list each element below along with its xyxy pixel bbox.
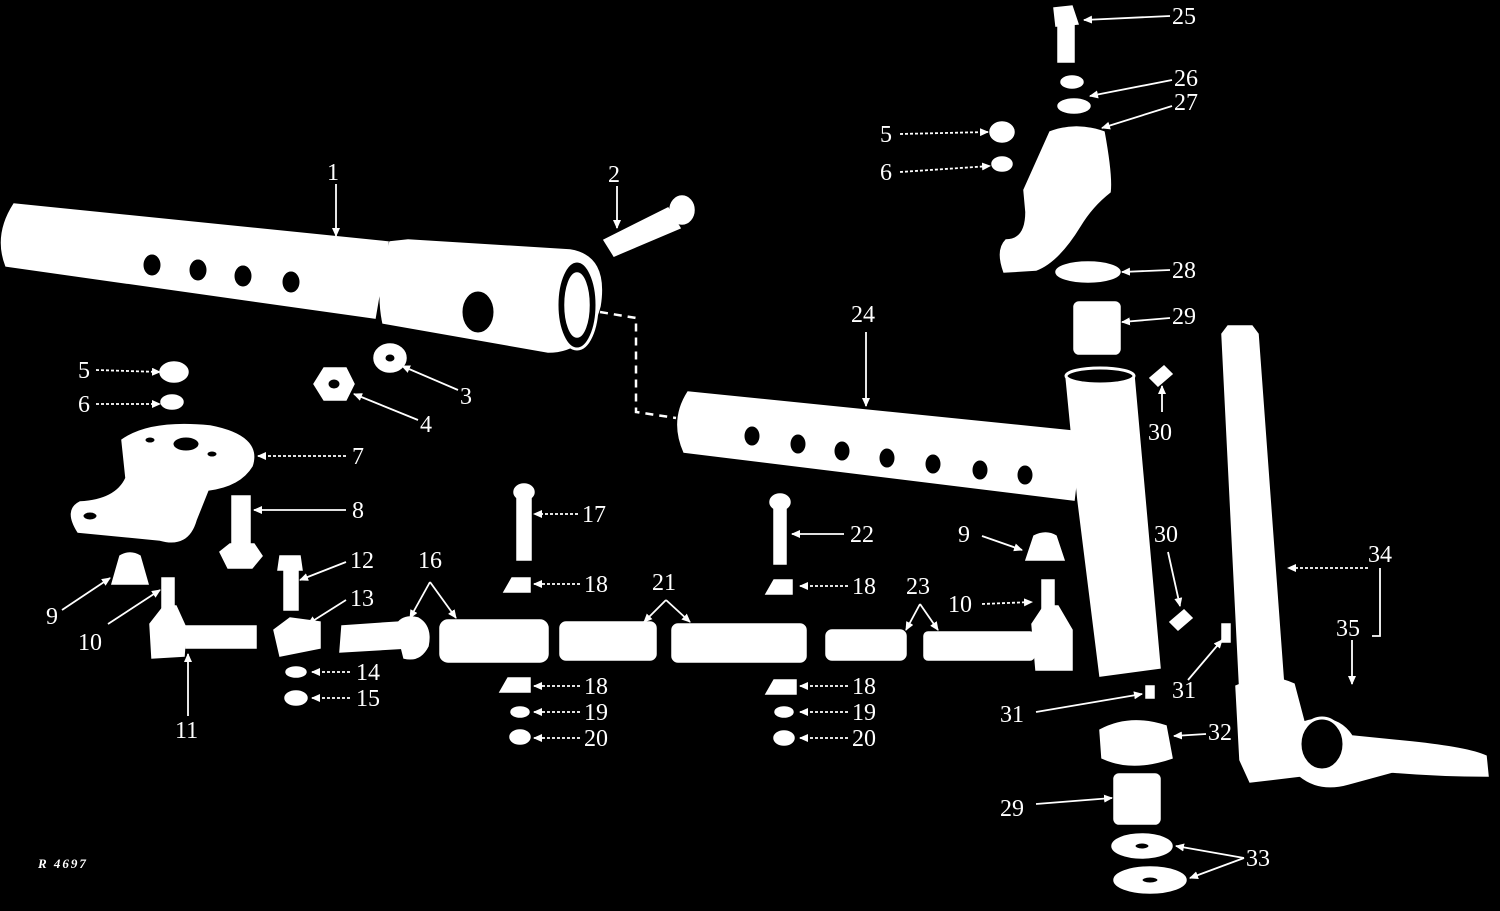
part-washer-26a (1060, 75, 1084, 89)
callout-10b: 10 (948, 592, 972, 618)
callout-9a: 9 (46, 604, 58, 630)
callout-15: 15 (356, 686, 380, 712)
callout-21: 21 (652, 570, 676, 596)
callout-17: 17 (582, 502, 606, 528)
part-washer-26b (1057, 98, 1091, 114)
callout-19a: 19 (584, 700, 608, 726)
callout-2: 2 (608, 162, 620, 188)
part-nut-20b (773, 730, 795, 746)
part-axle-main (0, 203, 603, 353)
callout-11: 11 (175, 718, 198, 744)
callout-13: 13 (350, 586, 374, 612)
callout-16: 16 (418, 548, 442, 574)
part-clamp-18c (498, 677, 531, 693)
callout-9b: 9 (958, 522, 970, 548)
part-bolt-8 (219, 495, 263, 569)
part-washer-19b (774, 706, 794, 718)
part-bushing-29-top (1073, 301, 1121, 355)
part-tube-21 (559, 621, 807, 663)
callout-6a: 6 (78, 392, 90, 418)
part-boot-9-left (111, 552, 149, 585)
part-pin-31b (1221, 623, 1231, 643)
callout-25: 25 (1172, 4, 1196, 30)
callout-18a: 18 (584, 572, 608, 598)
part-bolt-2 (602, 195, 695, 257)
part-key-30b (1168, 608, 1194, 632)
part-clamp-18d (764, 679, 797, 695)
part-tube-end-16 (339, 616, 549, 663)
part-washers-33 (1111, 833, 1187, 894)
part-tube-23 (825, 629, 1035, 661)
callout-6b: 6 (880, 160, 892, 186)
part-pin-31a (1145, 685, 1155, 699)
callout-34: 34 (1368, 542, 1392, 568)
part-bearing-32 (1099, 720, 1173, 766)
callout-14: 14 (356, 660, 380, 686)
callout-18b: 18 (852, 574, 876, 600)
callout-30a: 30 (1148, 420, 1172, 446)
callout-31b: 31 (1000, 702, 1024, 728)
part-tie-rod-end-left (149, 577, 257, 659)
callout-35: 35 (1336, 616, 1360, 642)
callout-5b: 5 (880, 122, 892, 148)
part-washer-19a (510, 706, 530, 718)
part-bolt-22 (769, 493, 791, 565)
part-bolt-17 (513, 483, 535, 561)
leader-lines (61, 15, 1381, 879)
callout-26: 26 (1174, 66, 1198, 92)
part-nut-4 (313, 367, 355, 401)
part-clamp-18b (764, 579, 793, 595)
callout-18d: 18 (852, 674, 876, 700)
part-steering-arm-left (70, 361, 255, 543)
part-tie-rod-end-right (1031, 579, 1073, 671)
part-nut-20a (509, 729, 531, 745)
part-spindle-34 (1221, 325, 1489, 788)
part-steering-arm-27 (989, 121, 1112, 273)
callout-4: 4 (420, 412, 432, 438)
callout-20a: 20 (584, 726, 608, 752)
callout-31a: 31 (1172, 678, 1196, 704)
assembly-line (599, 310, 677, 420)
callout-32: 32 (1208, 720, 1232, 746)
part-washer-28 (1055, 261, 1121, 283)
callout-labels: 1 2 3 4 5 6 7 8 9 10 11 12 13 14 15 16 1… (37, 4, 1392, 872)
callout-29a: 29 (1172, 304, 1196, 330)
callout-23: 23 (906, 574, 930, 600)
callout-8: 8 (352, 498, 364, 524)
callout-29b: 29 (1000, 796, 1024, 822)
part-key-30a (1148, 364, 1174, 388)
part-nut-15 (284, 690, 308, 706)
callout-30b: 30 (1154, 522, 1178, 548)
part-boot-9-right (1024, 532, 1066, 561)
callout-1: 1 (327, 160, 339, 186)
part-washer-3 (373, 343, 407, 373)
drawing-reference: R 4697 (37, 856, 88, 871)
part-clamp-13 (273, 617, 321, 657)
callout-27: 27 (1174, 90, 1198, 116)
part-bolt-12 (277, 555, 303, 611)
callout-24: 24 (851, 302, 875, 328)
callout-3: 3 (460, 384, 472, 410)
part-washer-14 (285, 666, 307, 678)
part-clamp-18a (502, 577, 531, 593)
callout-20b: 20 (852, 726, 876, 752)
callout-18c: 18 (584, 674, 608, 700)
callout-19b: 19 (852, 700, 876, 726)
callout-12: 12 (350, 548, 374, 574)
callout-22: 22 (850, 522, 874, 548)
callout-7: 7 (352, 444, 364, 470)
callout-33: 33 (1246, 846, 1270, 872)
callout-28: 28 (1172, 258, 1196, 284)
callout-5a: 5 (78, 358, 90, 384)
part-bushing-29-bottom (1113, 773, 1161, 825)
part-axle-extension (677, 366, 1161, 677)
callout-10a: 10 (78, 630, 102, 656)
part-bolt-25 (1053, 5, 1080, 63)
